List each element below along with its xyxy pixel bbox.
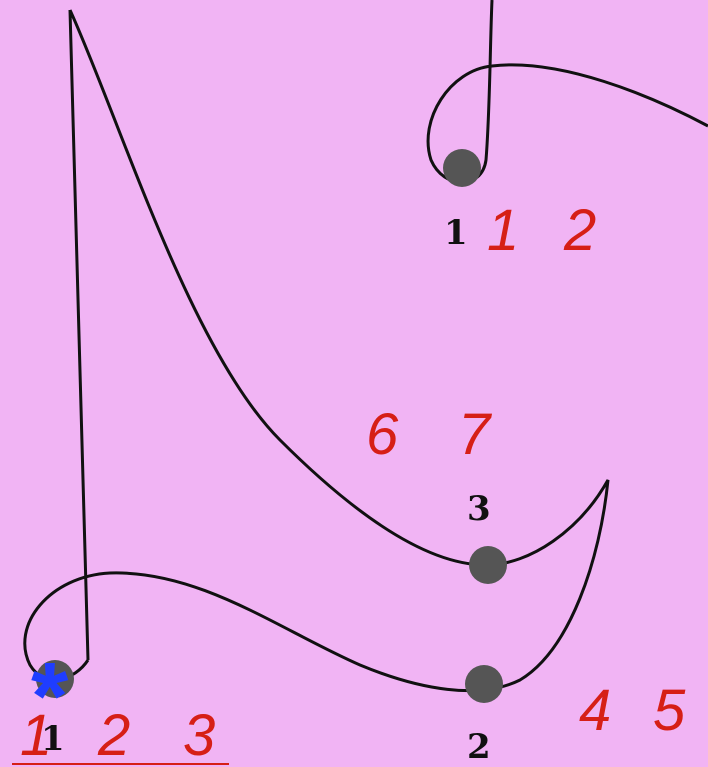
node-middle-label: 3 <box>467 489 491 529</box>
node-middle-dot <box>469 546 507 584</box>
annotation-bottom-right-second: 5 <box>653 678 686 743</box>
annotation-bottom-left-second: 2 <box>97 703 130 767</box>
node-top-label: 1 <box>444 213 468 253</box>
node-bottom-right-dot <box>465 665 503 703</box>
node-bottom-left-label: 1 <box>41 719 65 759</box>
annotation-middle-second: 7 <box>458 402 493 467</box>
curve-top-loop <box>426 0 708 184</box>
annotation-middle-first: 6 <box>366 402 399 467</box>
annotation-bottom-left-third: 3 <box>183 703 215 767</box>
node-bottom-left-dot <box>36 660 74 698</box>
annotation-top-first: 1 <box>487 198 519 263</box>
node-bottom-right-label: 2 <box>467 727 491 767</box>
node-top-dot <box>443 149 481 187</box>
annotation-bottom-left-first: 1 <box>20 703 52 767</box>
annotation-bottom-right-first: 4 <box>579 678 611 743</box>
annotation-top-second: 2 <box>563 198 596 263</box>
curve-main-spike <box>23 9 610 693</box>
blue-asterisk-marker: * <box>31 643 69 750</box>
